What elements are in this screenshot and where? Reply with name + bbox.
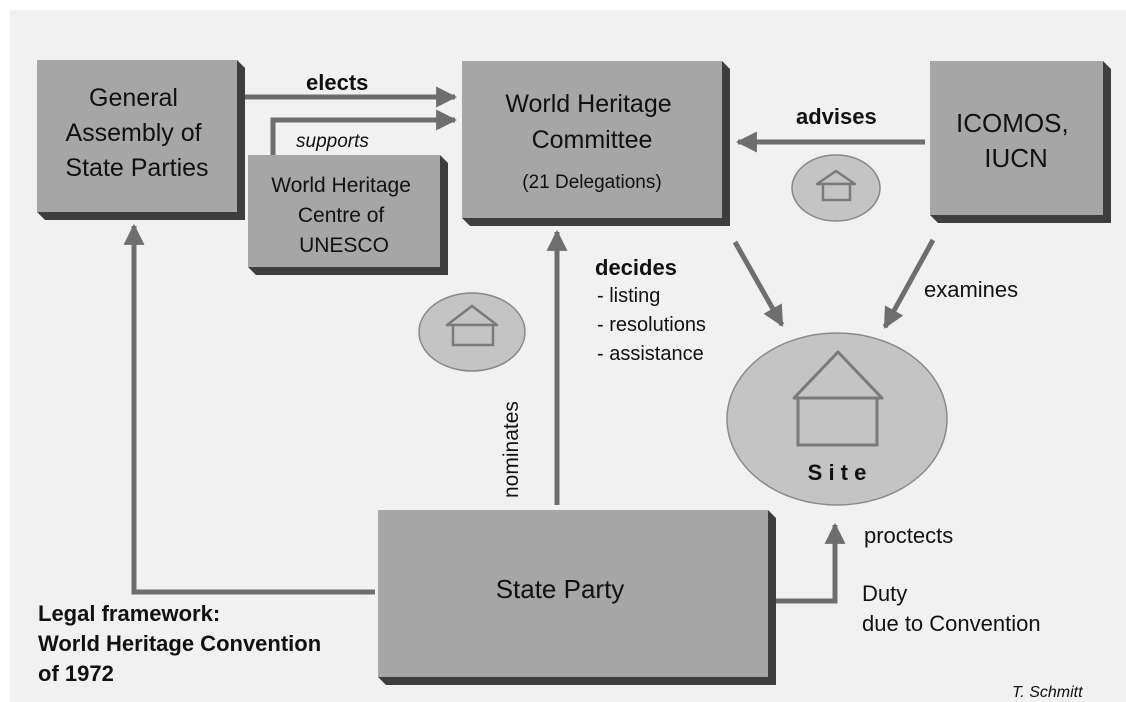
decides-label: decides	[595, 255, 677, 280]
legal-framework-line: Legal framework:	[38, 601, 220, 626]
general-assembly-line: Assembly of	[65, 119, 201, 147]
svg-text:General Assembly of: General Assembly of State Parties	[65, 84, 208, 182]
examines-label: examines	[924, 277, 1018, 302]
site-symbol-small	[418, 292, 526, 372]
committee-box: World Heritage Committee (21 Delegations…	[462, 61, 730, 226]
examines-arrow	[882, 238, 936, 329]
state-party-box: State Party	[378, 510, 776, 685]
advises-label: advises	[796, 104, 877, 129]
legal-framework-line: World Heritage Convention	[38, 631, 321, 656]
decides-item: - resolutions	[597, 314, 706, 336]
committee-line: Committee	[532, 126, 653, 154]
duty-line: due to Convention	[862, 611, 1041, 636]
general-assembly-line: General	[89, 84, 178, 112]
decides-item: - listing	[597, 285, 660, 307]
state-party-label: State Party	[496, 574, 625, 604]
committee-delegations: (21 Delegations)	[522, 172, 661, 193]
nominates-label: nominates	[500, 401, 523, 498]
svg-text:World Heritage Centre of: World Heritage Centre of UNESCO	[271, 174, 417, 257]
elects-label: elects	[306, 70, 368, 95]
decides-site-arrow	[732, 240, 785, 327]
icomos-line: ICOMOS,	[956, 108, 1069, 138]
centre-box: World Heritage Centre of UNESCO	[248, 155, 448, 275]
assembly-arrow	[123, 223, 375, 595]
supports-label: supports	[296, 131, 369, 152]
svg-text:Duty due to Convention: Duty due to Convention	[862, 581, 1041, 636]
svg-text:World Heritage Committee: World Heritage Committee	[505, 90, 678, 154]
supports-arrow	[270, 109, 458, 155]
credit-label: T. Schmitt	[1012, 684, 1083, 701]
protects-label: proctects	[864, 523, 953, 548]
icomos-box: ICOMOS, IUCN	[930, 61, 1111, 223]
committee-line: World Heritage	[505, 90, 671, 118]
duty-line: Duty	[862, 581, 907, 606]
legal-framework-line: of 1972	[38, 661, 114, 686]
icomos-line: IUCN	[984, 143, 1048, 173]
site-symbol-small	[791, 154, 881, 222]
protects-arrow	[776, 522, 846, 604]
centre-line: Centre of	[298, 204, 385, 227]
svg-text:ICOMOS, IUCN: ICOMOS, IUCN	[956, 108, 1076, 173]
general-assembly-box: General Assembly of State Parties	[37, 60, 245, 220]
decides-item: - assistance	[597, 343, 704, 365]
site-ellipse: S i t e	[726, 332, 948, 506]
svg-text:Legal framework: World Her: Legal framework: World Heritage Conventi…	[38, 601, 327, 686]
general-assembly-line: State Parties	[65, 154, 208, 182]
centre-line: UNESCO	[299, 234, 389, 257]
svg-text:- listing - resolutions: - listing - resolutions - assistance	[597, 285, 712, 365]
centre-line: World Heritage	[271, 174, 411, 197]
site-label: S i t e	[808, 460, 867, 485]
